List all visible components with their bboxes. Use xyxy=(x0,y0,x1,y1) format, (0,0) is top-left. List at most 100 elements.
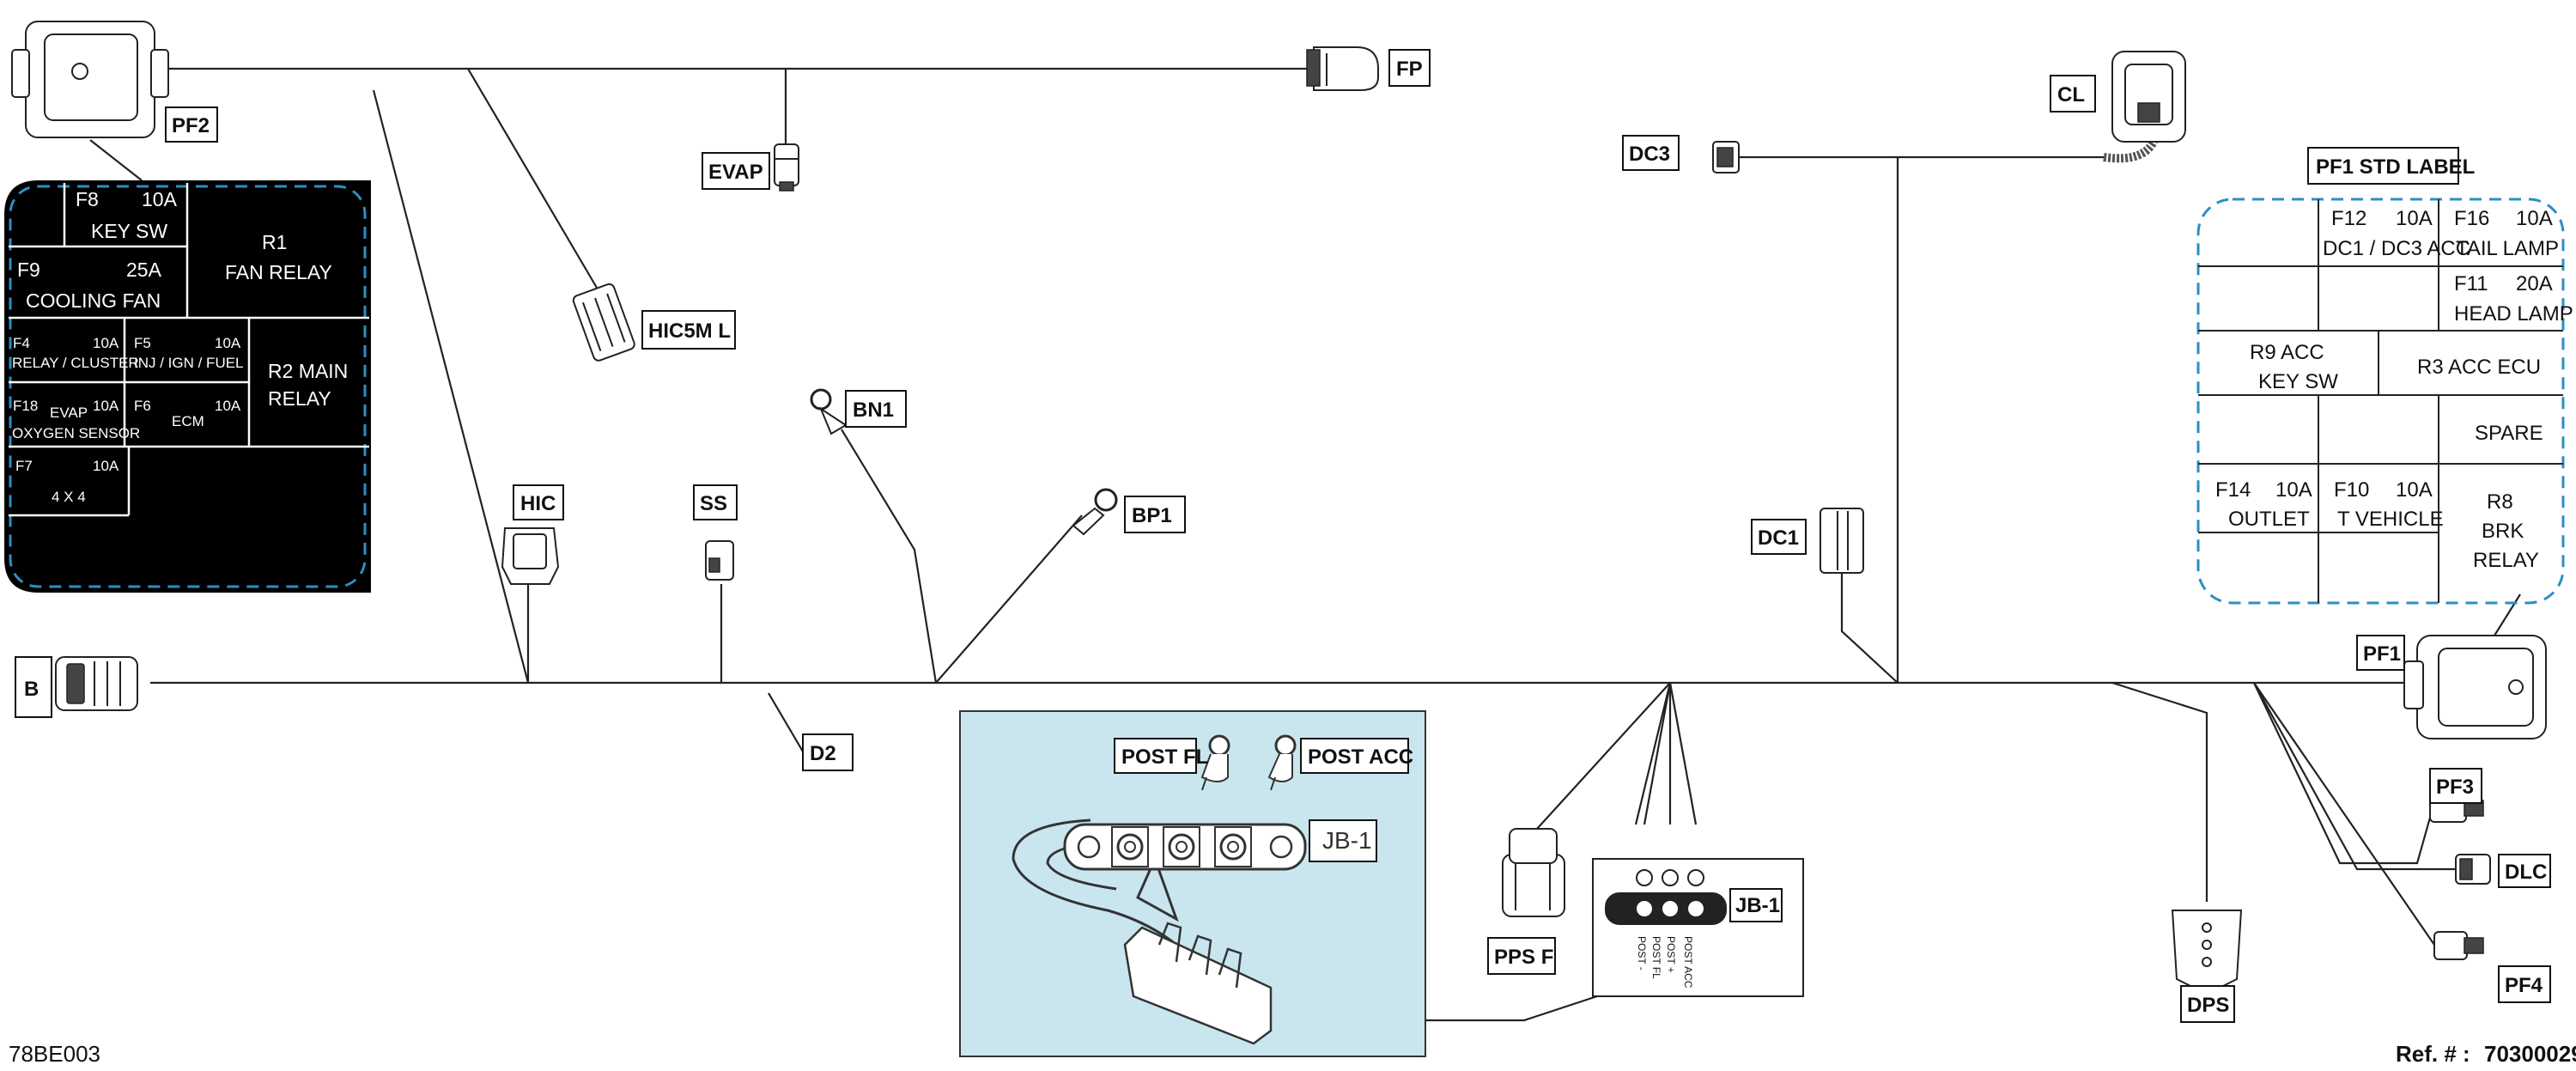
pf1-r8-line1: R8 xyxy=(2487,490,2513,514)
post-fl-label: POST FL xyxy=(1121,745,1208,769)
pf1-r9-line2: KEY SW xyxy=(2258,370,2338,393)
pf1-r8-line2: BRK xyxy=(2482,520,2524,543)
pf1-f10-id: F10 xyxy=(2334,478,2369,502)
jb1-box-label: JB-1 xyxy=(1735,894,1780,917)
pf1-f11-id: F11 xyxy=(2454,272,2488,295)
hic-connector xyxy=(501,527,560,585)
pf2-f5-amp: 10A xyxy=(215,335,241,351)
pf2-fusebox: F8 10A KEY SW F9 25A COOLING FAN R1 FAN … xyxy=(4,180,371,593)
pf2-f4-id: F4 xyxy=(13,335,30,351)
pf2-r2-line1: R2 MAIN xyxy=(268,360,348,382)
pf1-f14-amp: 10A xyxy=(2275,478,2312,502)
dps-label: DPS xyxy=(2187,994,2229,1017)
pf2-f6-id: F6 xyxy=(134,398,151,414)
b-connector xyxy=(55,656,138,711)
hic5m-l-connector xyxy=(572,283,635,362)
pf1-f12-id: F12 xyxy=(2331,207,2366,230)
pf2-r1-name: FAN RELAY xyxy=(225,261,332,283)
pf1-r9-line1: R9 ACC xyxy=(2250,341,2324,364)
jb1-post-acc: POST ACC xyxy=(1682,936,1694,989)
pf1-f16-amp: 10A xyxy=(2516,207,2553,230)
pf2-f4-amp: 10A xyxy=(93,335,119,351)
pf2-f9-id: F9 xyxy=(17,259,40,281)
jb1-detail-panel: POST FL POST ACC JB-1 xyxy=(959,710,1426,1057)
jb1-panel-label: JB-1 xyxy=(1322,827,1372,854)
ss-connector xyxy=(705,540,734,581)
pf4-label: PF4 xyxy=(2505,974,2543,997)
pf2-f18-id: F18 xyxy=(13,398,38,414)
evap-label: EVAP xyxy=(708,161,763,184)
dlc-connector xyxy=(2455,854,2491,885)
hic5m-branch-wire xyxy=(467,68,598,289)
cl-label: CL xyxy=(2057,83,2085,106)
pf2-f18-amp: 10A xyxy=(93,398,119,414)
dps-branch-wire xyxy=(2111,681,2208,902)
jb1-post-plus: POST + xyxy=(1665,936,1677,973)
b-label: B xyxy=(24,678,39,701)
pf2-f7-name: 4 X 4 xyxy=(52,489,86,505)
bp1-label: BP1 xyxy=(1132,504,1172,527)
pf3-label: PF3 xyxy=(2436,776,2474,799)
ref-label: Ref. # : xyxy=(2396,1041,2470,1067)
ref-number: 703000290 xyxy=(2484,1041,2576,1067)
pf2-f4-name: RELAY / CLUSTER xyxy=(12,355,139,371)
pf2-f8-name: KEY SW xyxy=(91,220,167,242)
bn1-label: BN1 xyxy=(853,399,894,422)
bp1-branch-wire xyxy=(935,514,1083,684)
jb1-box: JB-1 POST - POST FL POST + POST ACC xyxy=(1592,858,1804,997)
pf1-f16-name: TAIL LAMP xyxy=(2456,237,2559,260)
pf1-f10-amp: 10A xyxy=(2396,478,2433,502)
pf4-connector xyxy=(2433,931,2484,960)
harness-wires xyxy=(89,67,2521,1022)
pf2-r2-line2: RELAY xyxy=(268,387,331,410)
pf2-r1-id: R1 xyxy=(262,231,287,253)
pf2-f5-id: F5 xyxy=(134,335,151,351)
pf1-f12-amp: 10A xyxy=(2396,207,2433,230)
jb1-wire-c xyxy=(1668,682,1698,825)
pf1-label: PF1 xyxy=(2363,642,2401,666)
hic-label: HIC xyxy=(520,492,556,515)
pf2-f7-amp: 10A xyxy=(93,458,119,474)
pf1-f14-name: OUTLET xyxy=(2228,508,2310,531)
d2-label: D2 xyxy=(810,742,836,765)
pf1-r3-name: R3 ACC ECU xyxy=(2417,356,2541,379)
cl-connector xyxy=(2103,51,2186,163)
pf1-f11-name: HEAD LAMP xyxy=(2454,302,2573,326)
pf2-f7-id: F7 xyxy=(15,458,33,474)
connector-labels: PF2 FP EVAP HIC5M L BN1 BP1 HIC SS B D2 … xyxy=(15,49,2551,1023)
dlc-branch-wire xyxy=(2253,682,2456,871)
pps-f-label: PPS F xyxy=(1494,946,1553,969)
pf1-f10-name: T VEHICLE xyxy=(2337,508,2444,531)
pf2-leader xyxy=(89,139,143,181)
dc1-label: DC1 xyxy=(1758,526,1799,550)
pf2-f18-sub: EVAP xyxy=(50,405,88,421)
bn1-branch-wire xyxy=(841,429,938,684)
jb1-panel-to-box-wire xyxy=(1425,995,1598,1022)
pps-branch-wire xyxy=(1536,682,1671,830)
dc1-branch-wire xyxy=(1840,571,1899,684)
pf2-f8-id: F8 xyxy=(76,188,99,210)
pf1-connector xyxy=(2403,635,2547,739)
pf1-f11-amp: 20A xyxy=(2516,272,2553,295)
jb1-wire-d xyxy=(1634,682,1672,825)
ss-label: SS xyxy=(700,492,727,515)
pf2-f8-amp: 10A xyxy=(142,188,178,210)
fp-connector xyxy=(1306,46,1379,91)
pf2-branch-wire xyxy=(372,89,530,684)
pf4-branch-wire xyxy=(2253,682,2435,946)
evap-connector xyxy=(774,143,799,192)
dc3-label: DC3 xyxy=(1629,143,1670,166)
pf2-f18-name: OXYGEN SENSOR xyxy=(12,425,140,441)
figure-code: 78BE003 xyxy=(9,1041,100,1067)
bp1-terminal xyxy=(1072,488,1118,536)
pf2-f5-name: INJ / IGN / FUEL xyxy=(134,355,244,371)
dlc-label: DLC xyxy=(2505,861,2547,884)
pf1-f16-id: F16 xyxy=(2454,207,2489,230)
jb1-post-minus: POST - xyxy=(1636,936,1648,971)
pf1-spare: SPARE xyxy=(2475,422,2543,445)
fp-label: FP xyxy=(1396,58,1423,81)
pf2-connector xyxy=(11,21,169,138)
dc1-connector xyxy=(1820,508,1864,574)
jb1-post-fl: POST FL xyxy=(1650,936,1662,979)
